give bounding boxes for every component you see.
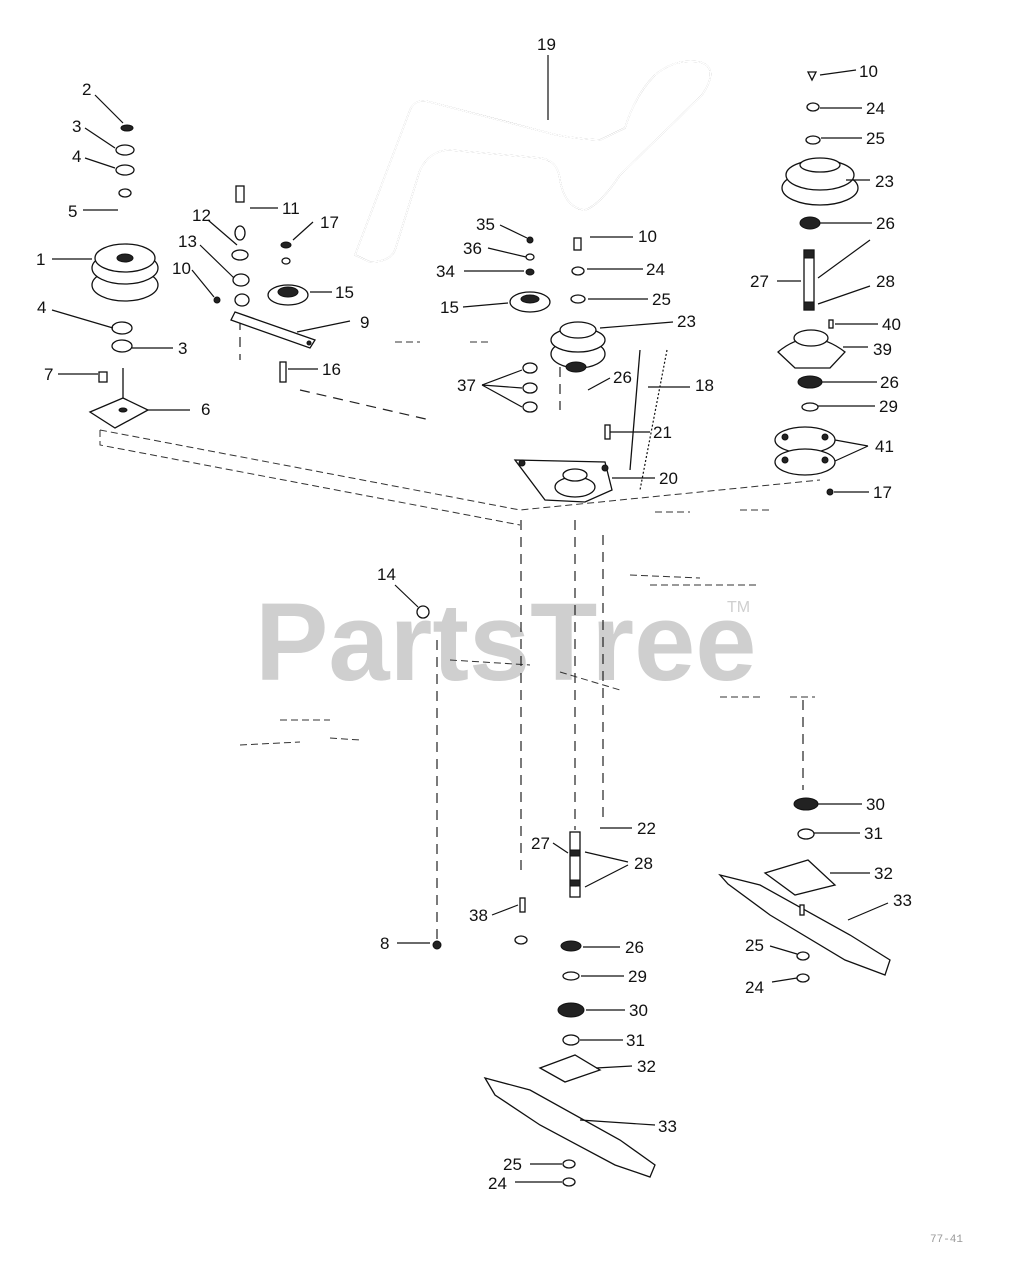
callout-1: 1	[36, 250, 45, 269]
callout-27: 27	[750, 272, 769, 291]
callout-25: 25	[503, 1155, 522, 1174]
callout-40: 40	[882, 315, 901, 334]
callout-19: 19	[537, 35, 556, 54]
callout-4: 4	[72, 147, 81, 166]
callout-21: 21	[653, 423, 672, 442]
callout-labels: 1 2 3 4 5 4 3 7 6 12 13 10 11 17 15 9 16…	[36, 35, 912, 1193]
callout-3: 3	[178, 339, 187, 358]
callout-26: 26	[613, 368, 632, 387]
callout-37: 37	[457, 376, 476, 395]
callout-22: 22	[637, 819, 656, 838]
callout-15: 15	[440, 298, 459, 317]
callout-24: 24	[866, 99, 885, 118]
callout-14: 14	[377, 565, 396, 584]
callout-4: 4	[37, 298, 46, 317]
callout-15: 15	[335, 283, 354, 302]
callout-23: 23	[875, 172, 894, 191]
right-blade-assembly	[718, 797, 891, 983]
callout-30: 30	[866, 795, 885, 814]
callout-31: 31	[864, 824, 883, 843]
callout-34: 34	[436, 262, 455, 281]
callout-26: 26	[876, 214, 895, 233]
callout-28: 28	[876, 272, 895, 291]
callout-35: 35	[476, 215, 495, 234]
drawing-code: 77-41	[930, 1234, 963, 1246]
callout-10: 10	[859, 62, 878, 81]
callout-23: 23	[677, 312, 696, 331]
callout-8: 8	[380, 934, 389, 953]
callout-5: 5	[68, 202, 77, 221]
callout-33: 33	[658, 1117, 677, 1136]
callout-25: 25	[866, 129, 885, 148]
callout-3: 3	[72, 117, 81, 136]
callout-18: 18	[695, 376, 714, 395]
callout-2: 2	[82, 80, 91, 99]
callout-20: 20	[659, 469, 678, 488]
callout-41: 41	[875, 437, 894, 456]
watermark-trademark: TM	[727, 599, 750, 616]
callout-17: 17	[873, 483, 892, 502]
drive-belt	[354, 60, 712, 263]
callout-16: 16	[322, 360, 341, 379]
callout-27: 27	[531, 834, 550, 853]
callout-12: 12	[192, 206, 211, 225]
callout-26: 26	[880, 373, 899, 392]
callout-9: 9	[360, 313, 369, 332]
callout-39: 39	[873, 340, 892, 359]
callout-26: 26	[625, 938, 644, 957]
center-blade-assembly	[416, 605, 656, 1187]
idler-arm-assembly	[213, 185, 316, 383]
callout-24: 24	[745, 978, 764, 997]
callout-32: 32	[874, 864, 893, 883]
callout-25: 25	[745, 936, 764, 955]
deck-outline	[99, 341, 821, 746]
watermark-brand: PartsTree	[255, 581, 756, 704]
callout-6: 6	[201, 400, 210, 419]
callout-11: 11	[282, 199, 300, 218]
spindle-bracket	[513, 459, 613, 503]
callout-28: 28	[634, 854, 653, 873]
left-pulley-assembly	[88, 124, 159, 429]
callout-17: 17	[320, 213, 339, 232]
callout-29: 29	[628, 967, 647, 986]
callout-7: 7	[44, 365, 53, 384]
callout-30: 30	[629, 1001, 648, 1020]
leader-lines	[51, 55, 889, 1183]
callout-33: 33	[893, 891, 912, 910]
callout-36: 36	[463, 239, 482, 258]
center-pulley-assembly	[509, 236, 668, 491]
callout-25: 25	[652, 290, 671, 309]
callout-10: 10	[638, 227, 657, 246]
callout-32: 32	[637, 1057, 656, 1076]
callout-29: 29	[879, 397, 898, 416]
callout-38: 38	[469, 906, 488, 925]
callout-31: 31	[626, 1031, 645, 1050]
callout-24: 24	[646, 260, 665, 279]
callout-24: 24	[488, 1174, 507, 1193]
callout-10: 10	[172, 259, 191, 278]
right-spindle-assembly	[774, 71, 859, 496]
callout-13: 13	[178, 232, 197, 251]
